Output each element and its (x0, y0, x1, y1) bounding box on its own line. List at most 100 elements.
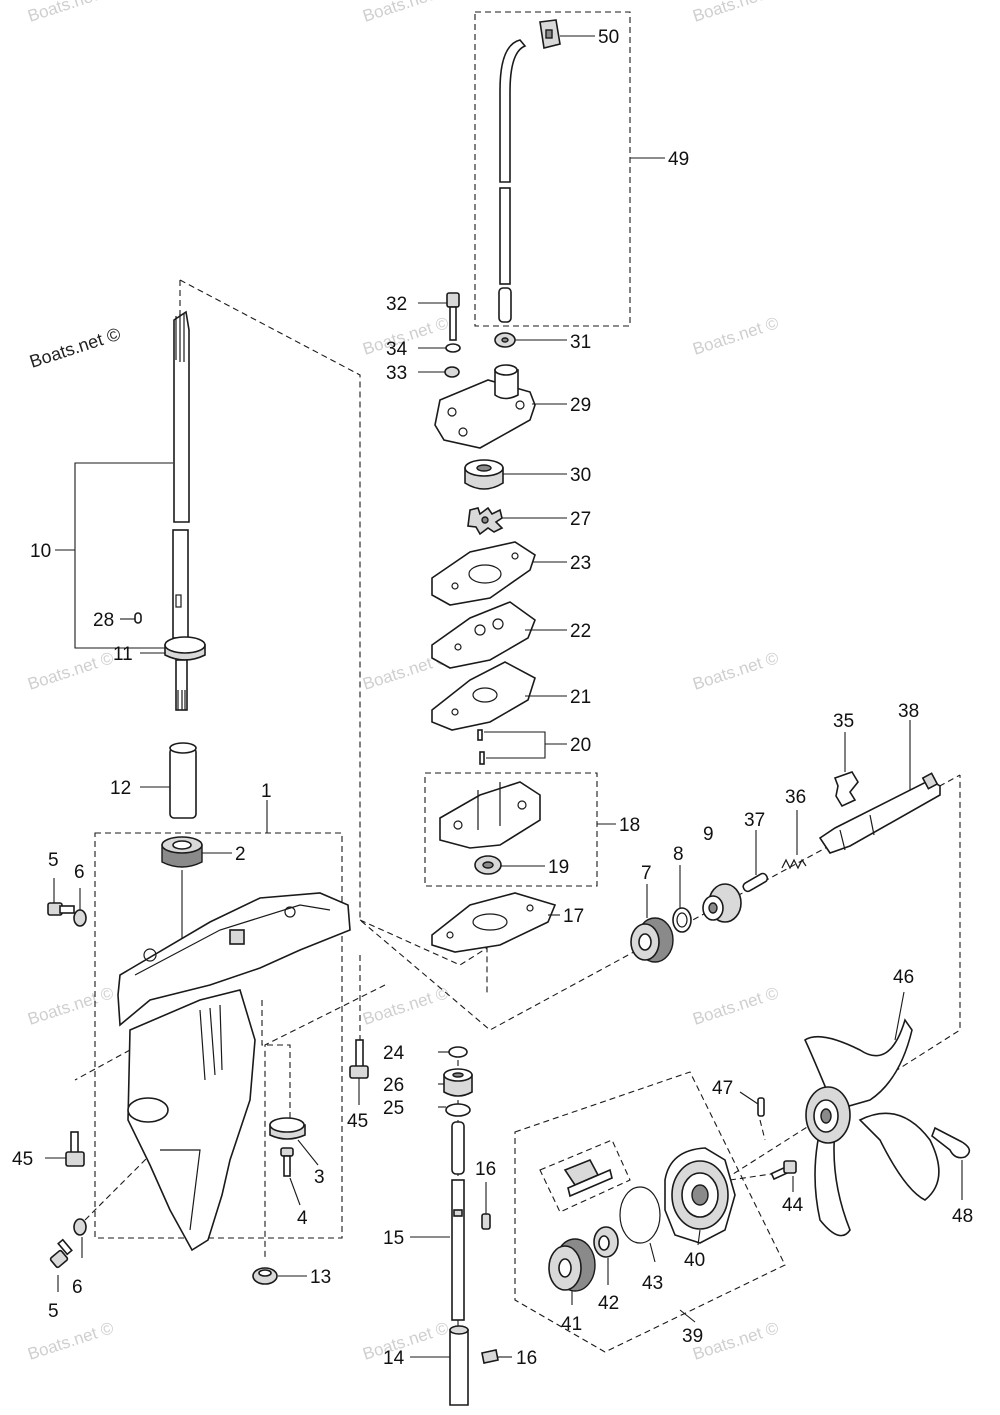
watermark-text: Boats.net © (690, 0, 781, 26)
callout-38: 38 (898, 701, 919, 722)
spring-36 (781, 858, 807, 870)
washer-34 (445, 343, 461, 353)
bearing-2 (161, 836, 203, 868)
screw-44 (770, 1160, 797, 1181)
callout-17: 17 (563, 906, 584, 927)
callout-3: 3 (314, 1167, 325, 1188)
callout-14: 14 (383, 1348, 405, 1369)
watermark-text: Boats.net © (690, 983, 781, 1029)
callout-21: 21 (570, 687, 591, 708)
oil-seal-19 (474, 855, 502, 875)
pump-housing-29 (434, 364, 536, 449)
watermark-text: Boats.net © (25, 983, 116, 1029)
callout-19: 19 (548, 857, 569, 878)
watermark-text: Boats.net © (25, 0, 116, 26)
shim-8 (672, 907, 692, 933)
washer-33 (444, 366, 460, 378)
gearcase-housing-1 (117, 892, 351, 1252)
bolt-5-upper (47, 902, 75, 916)
callout-7: 7 (641, 863, 652, 884)
callout-31: 31 (570, 332, 591, 353)
impeller-27 (467, 506, 504, 536)
group-box-49 (474, 11, 631, 327)
pin-47-line (759, 1119, 766, 1141)
leader-lines (45, 35, 963, 1358)
propeller-shaft-38 (818, 772, 941, 854)
reverse-gear-pin (563, 1158, 613, 1198)
callout-5-upper: 5 (48, 850, 59, 871)
callout-8: 8 (673, 844, 684, 865)
bearing-41 (548, 1238, 596, 1292)
callout-45-left: 45 (12, 1149, 33, 1170)
callout-20: 20 (570, 735, 591, 756)
propshaft-axis-line (699, 775, 961, 1196)
shift-cam-14 (449, 1325, 469, 1406)
callout-9: 9 (703, 824, 714, 845)
callout-6-lower: 6 (72, 1277, 83, 1298)
watermark-text: Boats.net © (690, 648, 781, 694)
callout-39: 39 (682, 1326, 703, 1347)
screw-4 (280, 1147, 294, 1177)
shift-rod-15 (451, 1121, 465, 1321)
callout-27: 27 (570, 509, 591, 530)
key-28 (134, 612, 142, 624)
boats-net-watermark: Boats.net © (27, 324, 123, 372)
pump-axis-line (359, 919, 488, 995)
washer-6-lower (73, 1218, 87, 1236)
group-box-1 (94, 832, 343, 1239)
drain-plug-13 (252, 1267, 278, 1285)
o-ring-24 (448, 1046, 468, 1058)
callout-42: 42 (598, 1293, 619, 1314)
sleeve-12 (169, 742, 197, 819)
bolt-45-right (349, 1039, 369, 1079)
plug-3 (269, 1117, 306, 1140)
callout-36: 36 (785, 787, 806, 808)
callout-6-upper: 6 (74, 862, 85, 883)
callout-50: 50 (598, 27, 619, 48)
bolt-32 (446, 292, 460, 341)
watermark-text: Boats.net © (690, 313, 781, 359)
pin-47 (757, 1097, 765, 1117)
cotter-pin-48 (931, 1126, 971, 1159)
shift-clutch-35 (833, 771, 859, 808)
callout-5-lower: 5 (48, 1301, 59, 1322)
callout-13: 13 (310, 1267, 331, 1288)
callout-23: 23 (570, 553, 591, 574)
plug-3-line (261, 1000, 291, 1125)
callout-22: 22 (570, 621, 591, 642)
callout-1: 1 (261, 781, 272, 802)
callout-29: 29 (570, 395, 591, 416)
washer-6-upper (73, 909, 87, 927)
bearing-7 (630, 917, 674, 963)
callout-34: 34 (386, 339, 408, 360)
assembly-guides (74, 11, 961, 1353)
callout-44: 44 (782, 1195, 804, 1216)
grommet-31 (494, 332, 516, 348)
o-ring-43 (619, 1186, 661, 1244)
bolt-45-left-line (74, 1049, 131, 1081)
gasket-21 (431, 661, 536, 731)
callout-16-lower: 16 (516, 1348, 537, 1369)
callout-46: 46 (893, 967, 914, 988)
callout-48: 48 (952, 1206, 973, 1227)
plug-13-line (264, 984, 386, 1260)
callout-4: 4 (297, 1208, 308, 1229)
callout-28: 28 (93, 610, 114, 631)
group-box-18 (424, 772, 598, 887)
bearing-carrier-40 (664, 1147, 736, 1244)
callout-11: 11 (113, 644, 133, 665)
group-box-39 (514, 1071, 786, 1353)
callout-26: 26 (383, 1075, 404, 1096)
callout-labels: 50 49 32 31 34 33 29 30 27 10 23 28 22 1… (12, 27, 973, 1369)
watermark-text: Boats.net © (690, 1318, 781, 1364)
callout-40: 40 (684, 1250, 705, 1271)
propeller-46 (803, 1018, 940, 1237)
callout-43: 43 (642, 1273, 663, 1294)
group-box-pin-clutch (539, 1139, 631, 1213)
callout-18: 18 (619, 815, 640, 836)
callout-49: 49 (668, 149, 689, 170)
callout-41: 41 (561, 1314, 582, 1335)
callout-33: 33 (386, 363, 407, 384)
gasket-17 (431, 892, 557, 953)
